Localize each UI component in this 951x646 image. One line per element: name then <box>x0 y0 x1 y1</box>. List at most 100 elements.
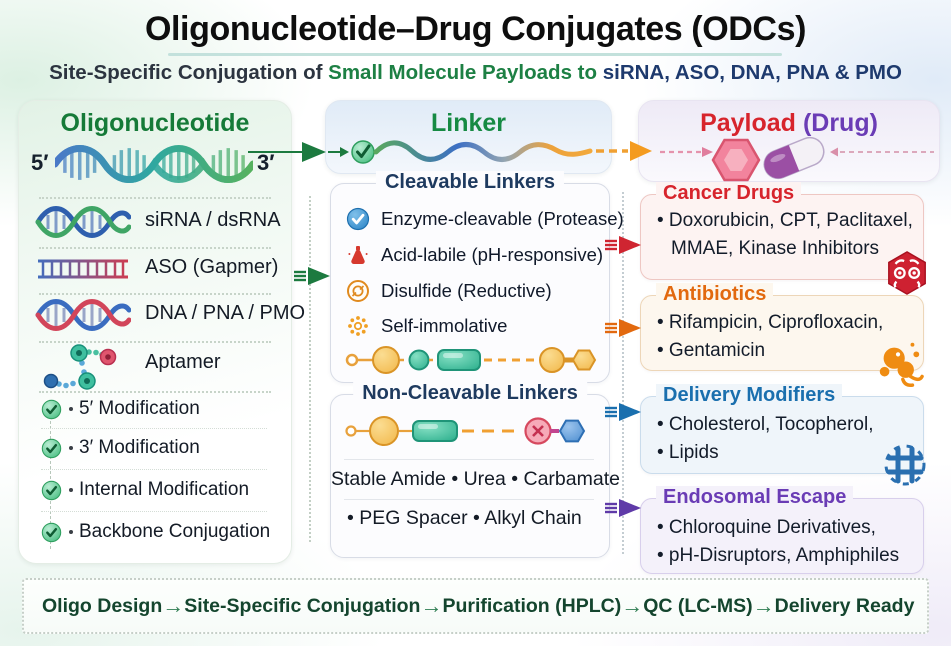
oligo-to-linker-arrow-icon <box>293 264 333 288</box>
divider <box>41 511 267 512</box>
payload-header-sub: (Drug) <box>802 109 878 137</box>
title-underline <box>168 53 782 56</box>
check-circle-icon <box>41 438 62 459</box>
modification-label: Backbone Conjugation <box>79 521 271 542</box>
five-prime-label: 5′ <box>31 150 49 175</box>
payload-header-main: Payload <box>700 109 796 137</box>
check-circle-blue-icon <box>346 207 370 231</box>
endosomal-escape-title: Endosomal Escape <box>656 486 854 509</box>
workflow-arrow-icon: → <box>420 593 443 618</box>
workflow-arrow-icon: → <box>162 593 185 618</box>
stable-linker-types: Stable Amide • Urea • Carbamate <box>331 468 620 490</box>
non-cleavable-linkers-title: Non-Cleavable Linkers <box>353 382 587 405</box>
cleavable-chain-diagram <box>345 346 597 374</box>
oligo-type-label: Aptamer <box>145 351 221 373</box>
divider <box>39 341 271 343</box>
antibiotics-title: Antibiotics <box>656 283 774 306</box>
oligonucleotide-header: Oligonucleotide <box>60 109 250 137</box>
subtitle-highlight: Small Molecule Payloads to <box>328 61 603 84</box>
oligo-type-label: siRNA / dsRNA <box>145 209 281 231</box>
conjugation-flow-illustration <box>248 136 934 182</box>
payload-line: • pH-Disruptors, Amphiphiles <box>657 545 900 566</box>
divider <box>41 428 267 429</box>
bacteria-icon <box>874 338 924 388</box>
divider <box>39 197 271 199</box>
divider <box>344 499 594 500</box>
modification-label: Internal Modification <box>79 479 250 500</box>
check-circle-icon <box>41 522 62 543</box>
check-circle-icon <box>41 480 62 501</box>
workflow-step: QC (LC-MS) <box>643 594 753 617</box>
cancer-drugs-box: Cancer Drugs • Doxorubicin, CPT, Paclita… <box>640 182 924 280</box>
non-cleavable-chain-diagram <box>345 416 586 446</box>
linker-to-antibiotics-arrow-icon <box>604 316 644 340</box>
aptamer-beads-icon <box>43 344 117 390</box>
spacer-linker-types: • PEG Spacer • Alkyl Chain <box>347 507 582 529</box>
linker-item-label: Self-immolative <box>381 314 508 336</box>
linker-column-header: Linker <box>325 100 612 174</box>
modification-label: 5′ Modification <box>79 398 200 419</box>
workflow-arrow-icon: → <box>752 593 775 618</box>
page-title: Oligonucleotide–Drug Conjugates (ODCs) <box>144 10 807 48</box>
cancer-drugs-title: Cancer Drugs <box>656 182 802 205</box>
cleavable-linkers-title: Cleavable Linkers <box>375 171 565 194</box>
bullet-dot <box>69 530 73 534</box>
bullet-dot <box>69 488 73 492</box>
workflow-arrow-icon: → <box>621 593 644 618</box>
delivery-modifiers-box: Delivery Modifiers • Cholesterol, Tocoph… <box>640 384 924 474</box>
subtitle-prefix: Site-Specific Conjugation of <box>49 61 329 84</box>
workflow-step: Delivery Ready <box>774 594 915 617</box>
payload-line: • Doxorubicin, CPT, Paclitaxel, <box>657 210 913 231</box>
acid-flask-icon <box>346 243 370 267</box>
check-circle-icon <box>41 399 62 420</box>
oligo-type-label: DNA / PNA / PMO <box>145 302 306 324</box>
payload-line: • Rifampicin, Ciprofloxacin, <box>657 312 884 333</box>
divider <box>39 391 271 393</box>
workflow-step: Site-Specific Conjugation <box>184 594 421 617</box>
self-immolative-sun-icon <box>346 314 370 338</box>
divider <box>39 247 271 249</box>
linker-item: Self-immolative <box>346 312 507 339</box>
payload-line: • Lipids <box>657 442 719 463</box>
linker-item: Enzyme-cleavable (Protease) <box>346 205 624 232</box>
payload-line: MMAE, Kinase Inhibitors <box>671 238 880 259</box>
antibiotics-box: Antibiotics • Rifampicin, Ciprofloxacin,… <box>640 283 924 371</box>
cancer-crab-icon <box>884 250 930 296</box>
oligo-type-label: ASO (Gapmer) <box>145 256 279 278</box>
column-separator-dotted <box>622 192 624 554</box>
workflow-bar: Oligo Design → Site-Specific Conjugation… <box>22 578 929 634</box>
lipid-icon <box>880 440 930 490</box>
bullet-dot <box>69 446 73 450</box>
divider <box>39 293 271 295</box>
linker-to-delivery-arrow-icon <box>604 400 644 424</box>
payload-column-header: Payload(Drug) <box>638 100 940 182</box>
aso-ladder-icon <box>38 259 128 279</box>
three-prime-label: 3′ <box>257 150 275 175</box>
linker-item-label: Disulfide (Reductive) <box>381 279 552 301</box>
sirna-helix-icon <box>35 206 131 238</box>
payload-header: Payload(Drug) <box>639 109 939 138</box>
linker-item: Disulfide (Reductive) <box>346 277 552 304</box>
divider <box>344 459 594 460</box>
modification-label: 3′ Modification <box>79 437 200 458</box>
delivery-modifiers-title: Delivery Modifiers <box>656 384 843 407</box>
oligonucleotide-column: Oligonucleotide 5′ 3′ siRNA / dsRNA <box>18 100 305 564</box>
subtitle-targets: siRNA, ASO, DNA, PNA & PMO <box>602 61 902 84</box>
linker-item: Acid-labile (pH-responsive) <box>346 241 603 268</box>
payload-line: • Chloroquine Derivatives, <box>657 517 876 538</box>
linker-to-endosomal-arrow-icon <box>604 496 644 520</box>
dna-helix-illustration <box>55 145 253 183</box>
dna-helix-icon <box>35 299 131 331</box>
column-separator-dotted <box>309 196 311 542</box>
page-subtitle: Site-Specific Conjugation of Small Molec… <box>0 61 951 85</box>
linker-item-label: Acid-labile (pH-responsive) <box>381 243 604 265</box>
workflow-step: Purification (HPLC) <box>442 594 622 617</box>
modification-connector-line <box>50 401 51 549</box>
linker-item-label: Enzyme-cleavable (Protease) <box>381 207 624 229</box>
workflow-step: Oligo Design <box>42 594 163 617</box>
divider <box>41 469 267 470</box>
payload-line: • Gentamicin <box>657 340 766 361</box>
cleavable-linkers-box: Cleavable Linkers Enzyme-cleavable (Prot… <box>330 171 624 383</box>
linker-header: Linker <box>430 109 507 137</box>
